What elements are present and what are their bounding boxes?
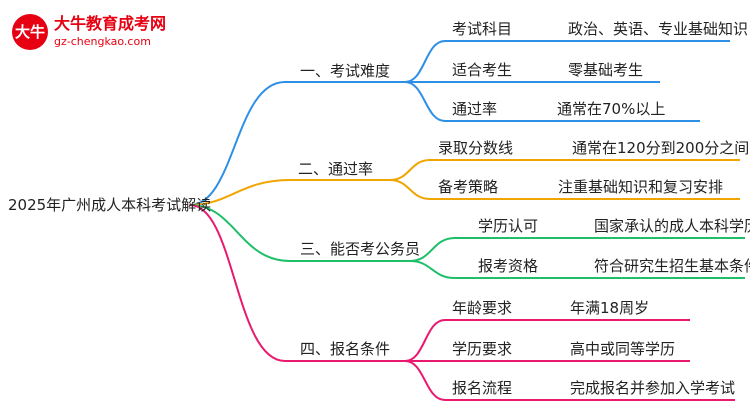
branch-3-child-1-label: 学历认可 xyxy=(478,217,539,235)
branch-1-child-1-value: 政治、英语、专业基础知识 xyxy=(568,20,749,38)
logo-site-url: gz-chengkao.com xyxy=(54,35,151,48)
branch-4-child-1-value: 年满18周岁 xyxy=(570,299,650,317)
logo-site-name: 大牛教育成考网 xyxy=(54,14,167,33)
link-b4-c1 xyxy=(404,319,540,362)
branch-4-child-2-label: 学历要求 xyxy=(452,340,513,358)
link-b4-c3 xyxy=(404,360,540,401)
branch-3-child-1-value: 国家承认的成人本科学历 xyxy=(594,217,750,235)
branch-2-child-1-value: 通常在120分到200分之间 xyxy=(572,139,750,157)
branch-1-child-1-label: 考试科目 xyxy=(452,20,513,38)
branch-1-child-3-label: 通过率 xyxy=(452,100,498,118)
link-b1-c1 xyxy=(404,40,520,83)
branch-1-child-2-value: 零基础考生 xyxy=(568,61,644,79)
link-b1-c3 xyxy=(404,81,520,122)
branch-4-child-3-value: 完成报名并参加入学考试 xyxy=(570,379,736,397)
branch-2-child-2-value: 注重基础知识和复习安排 xyxy=(558,178,724,196)
link-b2-c1 xyxy=(389,159,520,181)
link-root-b1 xyxy=(189,81,405,206)
branch-4-child-1-label: 年龄要求 xyxy=(452,299,513,317)
branch-3-child-2-value: 符合研究生招生基本条件 xyxy=(594,257,750,275)
branch-1-child-2-label: 适合考生 xyxy=(452,61,513,79)
link-b3-c2 xyxy=(409,260,560,279)
logo-badge-icon: 大牛 xyxy=(12,14,48,50)
site-logo: 大牛 大牛教育成考网 gz-chengkao.com xyxy=(12,14,202,52)
branch-3-child-2-label: 报考资格 xyxy=(478,257,539,275)
branch-2-label: 二、通过率 xyxy=(298,160,374,178)
branch-3-label: 三、能否考公务员 xyxy=(300,240,421,258)
branch-4-label: 四、报名条件 xyxy=(300,340,391,358)
link-b2-c2 xyxy=(389,179,520,200)
branch-4-child-2-value: 高中或同等学历 xyxy=(570,340,676,358)
branch-4-child-3-label: 报名流程 xyxy=(452,379,513,397)
link-root-b3 xyxy=(189,204,410,262)
link-root-b2 xyxy=(189,179,390,206)
root-node: 2025年广州成人本科考试解读 xyxy=(8,196,212,214)
branch-1-child-3-value: 通常在70%以上 xyxy=(557,100,666,118)
branch-2-child-1-label: 录取分数线 xyxy=(438,139,514,157)
branch-2-child-2-label: 备考策略 xyxy=(438,178,499,196)
branch-1-label: 一、考试难度 xyxy=(300,62,391,80)
link-b3-c1 xyxy=(409,237,560,262)
link-root-b4 xyxy=(189,204,405,362)
